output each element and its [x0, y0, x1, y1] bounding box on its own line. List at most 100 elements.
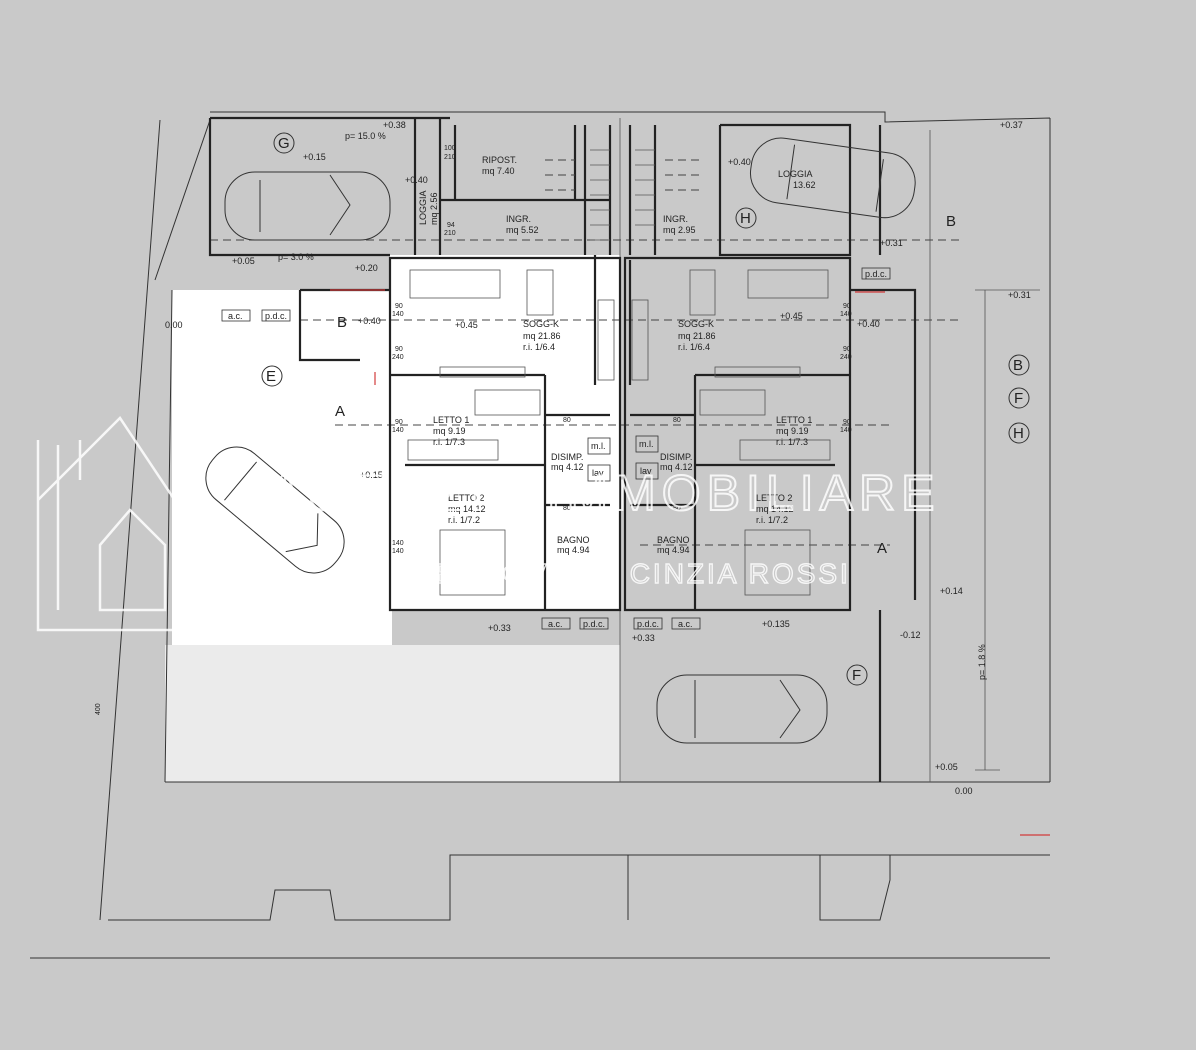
- elevation-labels: +0.38 +0.15 +0.40 +0.05 +0.20 0.00 +0.40…: [165, 120, 1031, 796]
- plan-label: 80: [673, 505, 681, 512]
- plan-label: mq 21.86: [678, 331, 716, 341]
- zone-e-label: E: [266, 368, 276, 385]
- zone-h-label: H: [740, 210, 751, 227]
- plan-label: +0.45: [780, 311, 803, 321]
- plan-label: 80: [673, 417, 681, 424]
- watermark: AGENZIA IMMOBILIARE PONTENUOVO DI CINZIA…: [36, 416, 940, 632]
- plan-label: p.d.c.: [265, 311, 287, 321]
- plan-label: p.d.c.: [865, 269, 887, 279]
- plan-label: r.i. 1/7.2: [448, 515, 480, 525]
- plan-label: +0.05: [935, 762, 958, 772]
- room-bagno-left: BAGNO: [557, 535, 590, 545]
- plan-label: 140: [392, 427, 404, 434]
- legend-b: B: [1013, 357, 1023, 374]
- plan-label: +0.38: [383, 120, 406, 130]
- section-a-right: A: [877, 540, 887, 557]
- garage-g-walls: [208, 116, 450, 362]
- plan-label: 210: [444, 154, 456, 161]
- plan-label: a.c.: [548, 619, 563, 629]
- left-unit-courtyard: [172, 290, 392, 645]
- plan-label: 140: [840, 311, 852, 318]
- section-line-a: [335, 424, 890, 546]
- watermark-house-logo: [36, 416, 190, 632]
- plan-label: 90: [843, 419, 851, 426]
- car-loggia-h: [749, 137, 916, 219]
- plan-label: mq 4.12: [551, 462, 584, 472]
- plan-label: 140: [392, 540, 404, 547]
- car-garage-g: [224, 171, 391, 241]
- plan-label: +0.40: [405, 175, 428, 185]
- plan-label: 0.00: [955, 786, 973, 796]
- plan-label: +0.40: [728, 157, 751, 167]
- legend-h: H: [1013, 425, 1024, 442]
- plan-label: 100: [444, 145, 456, 152]
- plan-label: +0.37: [1000, 120, 1023, 130]
- section-b-right: B: [946, 213, 956, 230]
- plan-label: +0.31: [880, 238, 903, 248]
- room-soggiorno-left: SOGG-K: [523, 319, 559, 329]
- plan-label: m.l.: [591, 441, 606, 451]
- slope-label: p= 15.0 %: [345, 131, 386, 141]
- plan-label: mq 4.94: [657, 545, 690, 555]
- room-letto1-left: LETTO 1: [433, 415, 469, 425]
- plan-label: +0.05: [232, 256, 255, 266]
- plan-label: +0.40: [857, 319, 880, 329]
- plan-label: mq 5.52: [506, 225, 539, 235]
- slope-label: p= 3.0 %: [278, 252, 314, 262]
- car-courtyard-e: [205, 446, 345, 574]
- plan-label: +0.14: [940, 586, 963, 596]
- room-letto2-left: LETTO 2: [448, 493, 484, 503]
- plan-label: +0.15: [303, 152, 326, 162]
- plan-label: mq 2.95: [663, 225, 696, 235]
- plan-label: mq 21.86: [523, 331, 561, 341]
- plan-label: 0.00: [165, 320, 183, 330]
- plan-label: r.i. 1/7.3: [776, 437, 808, 447]
- watermark-line1: AGENZIA IMMOBILIARE: [268, 465, 940, 521]
- plan-label: 400: [95, 703, 102, 715]
- left-house-walls: [388, 255, 622, 612]
- legend-f: F: [1014, 390, 1023, 407]
- plan-label: 80: [563, 505, 571, 512]
- plan-label: 210: [444, 230, 456, 237]
- right-house-walls: [623, 256, 852, 612]
- plan-label: r.i. 1/6.4: [523, 342, 555, 352]
- equipment: a.c. p.d.c. a.c. p.d.c. p.d.c. a.c. p.d.…: [221, 267, 891, 630]
- room-ingresso-left: INGR.: [506, 214, 531, 224]
- plan-label: m.l.: [639, 439, 654, 449]
- lot-outline: [164, 111, 1051, 783]
- room-bagno-right: BAGNO: [657, 535, 690, 545]
- plan-label: 240: [840, 354, 852, 361]
- plan-label: 90: [843, 303, 851, 310]
- plan-label: 90: [843, 346, 851, 353]
- room-letto2-right: LETTO 2: [756, 493, 792, 503]
- site-boundary: [30, 119, 1050, 959]
- plan-label: p.d.c.: [583, 619, 605, 629]
- plan-label: +0.33: [488, 623, 511, 633]
- room-disimpegno-left: DISIMP.: [551, 452, 583, 462]
- plan-label: 140: [840, 427, 852, 434]
- car-parking-f: [656, 674, 828, 744]
- plan-label: mq 14.12: [756, 504, 794, 514]
- plan-label: +0.40: [358, 316, 381, 326]
- zone-g-label: G: [278, 135, 290, 152]
- plan-label: +0.31: [1008, 290, 1031, 300]
- plan-label: 140: [392, 548, 404, 555]
- section-a-left: A: [335, 403, 345, 420]
- plan-label: 90: [395, 419, 403, 426]
- plan-label: mq 2.56: [429, 192, 439, 225]
- plan-label: 140: [392, 311, 404, 318]
- plan-label: r.i. 1/7.3: [433, 437, 465, 447]
- left-garden: [165, 645, 620, 782]
- plan-label: mq 14.12: [448, 504, 486, 514]
- plan-label: lav: [640, 466, 652, 476]
- room-loggia-left: LOGGIA: [418, 190, 428, 225]
- room-loggia-right: LOGGIA: [778, 169, 813, 179]
- stairs: [545, 149, 700, 241]
- room-ripost: RIPOST.: [482, 155, 517, 165]
- room-ingresso-right: INGR.: [663, 214, 688, 224]
- room-letto1-right: LETTO 1: [776, 415, 812, 425]
- plan-label: r.i. 1/6.4: [678, 342, 710, 352]
